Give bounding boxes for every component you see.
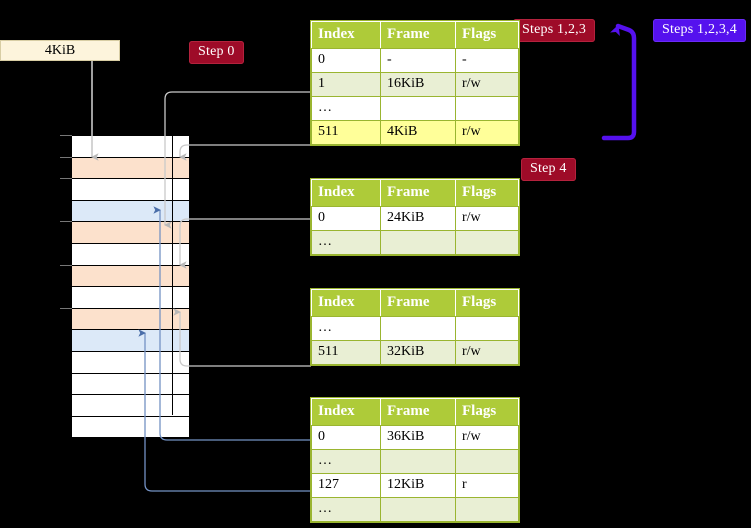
table-cell-index: … xyxy=(311,316,381,341)
connector-t1-row511-to-grid xyxy=(178,144,311,161)
table-cell-flags: r/w xyxy=(455,72,519,97)
memory-frame-tick xyxy=(60,307,72,309)
table-cell-flags xyxy=(455,316,519,341)
table-row: 0-- xyxy=(311,48,519,73)
table-cell-frame: 4KiB xyxy=(380,120,456,145)
table-cell-flags: - xyxy=(455,48,519,73)
table-cell-flags: r/w xyxy=(455,340,519,365)
column-header-index: Index xyxy=(311,179,381,207)
memory-frame-row xyxy=(72,157,189,180)
table-cell-frame: 32KiB xyxy=(380,340,456,365)
table-cell-frame xyxy=(380,449,456,474)
memory-frame-tick xyxy=(60,178,72,180)
table-row: … xyxy=(311,96,519,121)
table-cell-frame xyxy=(380,497,456,522)
table-cell-index: … xyxy=(311,497,381,522)
table-row: … xyxy=(311,497,519,522)
table-cell-flags xyxy=(455,497,519,522)
memory-frame-row xyxy=(72,179,189,201)
column-header-index: Index xyxy=(311,398,381,426)
table-row: … xyxy=(311,449,519,474)
memory-block-label: 4KiB xyxy=(44,42,76,58)
table-cell-index: 1 xyxy=(311,72,381,97)
connector-t3-row511-to-grid xyxy=(173,308,311,367)
connector-t2-row0-to-grid xyxy=(178,218,311,269)
column-header-frame: Frame xyxy=(380,398,456,426)
table-cell-flags: r xyxy=(455,473,519,498)
table-cell-flags xyxy=(455,230,519,255)
step-0-badge: Step 0 xyxy=(189,41,244,64)
memory-frame-row xyxy=(72,136,189,158)
table-cell-flags: r/w xyxy=(455,120,519,145)
table-cell-frame xyxy=(380,96,456,121)
column-header-flags: Flags xyxy=(455,21,519,49)
column-header-index: Index xyxy=(311,289,381,317)
steps-123-badge: Steps 1,2,3 xyxy=(513,19,596,42)
table-cell-frame: - xyxy=(380,48,456,73)
table-cell-frame: 24KiB xyxy=(380,206,456,231)
connector-steps-bracket xyxy=(601,23,637,141)
table-cell-frame xyxy=(380,316,456,341)
memory-grid-column-divider xyxy=(172,136,173,415)
column-header-frame: Frame xyxy=(380,21,456,49)
table-cell-index: 0 xyxy=(311,425,381,450)
table-cell-index: 0 xyxy=(311,206,381,231)
table-cell-frame: 16KiB xyxy=(380,72,456,97)
table-cell-flags xyxy=(455,449,519,474)
physical-memory-grid xyxy=(71,135,190,439)
memory-frame-tick xyxy=(60,264,72,266)
table-cell-index: 0 xyxy=(311,48,381,73)
column-header-flags: Flags xyxy=(455,289,519,317)
table-cell-frame: 12KiB xyxy=(380,473,456,498)
column-header-flags: Flags xyxy=(455,398,519,426)
table-cell-index: 511 xyxy=(311,340,381,365)
table-cell-frame: 36KiB xyxy=(380,425,456,450)
step-4-badge: Step 4 xyxy=(521,158,576,181)
table-cell-index: 127 xyxy=(311,473,381,498)
memory-block-4kib: 4KiB xyxy=(0,40,120,61)
table-cell-index: 511 xyxy=(311,120,381,145)
table-cell-flags: r/w xyxy=(455,425,519,450)
column-header-index: Index xyxy=(311,21,381,49)
table-cell-index: … xyxy=(311,230,381,255)
memory-frame-tick xyxy=(60,135,72,136)
table-cell-index: … xyxy=(311,449,381,474)
column-header-flags: Flags xyxy=(455,179,519,207)
table-cell-frame xyxy=(380,230,456,255)
table-cell-flags: r/w xyxy=(455,206,519,231)
steps-1234-badge: Steps 1,2,3,4 xyxy=(653,19,746,42)
column-header-frame: Frame xyxy=(380,179,456,207)
table-cell-index: … xyxy=(311,96,381,121)
table-row: … xyxy=(311,230,519,255)
table-row: … xyxy=(311,316,519,341)
memory-frame-tick xyxy=(60,221,72,223)
memory-frame-tick xyxy=(60,156,72,158)
table-cell-flags xyxy=(455,96,519,121)
column-header-frame: Frame xyxy=(380,289,456,317)
memory-frame-row xyxy=(72,416,189,439)
